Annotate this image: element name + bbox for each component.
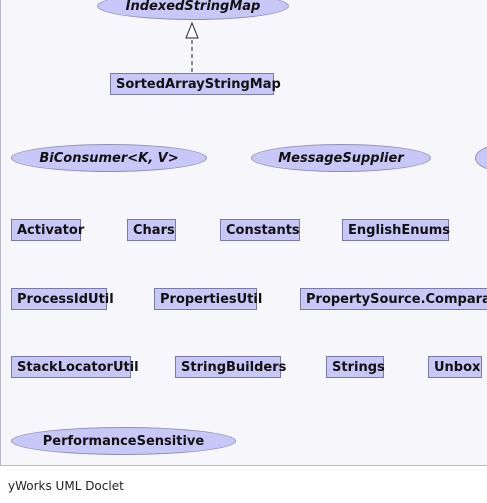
class-string-builders[interactable]: StringBuilders [175,356,286,378]
interface-label: IndexedStringMap [125,0,261,14]
inheritance-edges [185,21,199,72]
class-constants[interactable]: Constants [220,219,300,241]
interface-message-supplier[interactable]: MessageSupplier [251,144,431,172]
class-properties-util[interactable]: PropertiesUtil [154,288,262,310]
class-unbox[interactable]: Unbox [428,356,482,378]
class-sorted-array-string-map[interactable]: SortedArrayStringMap [110,73,281,95]
annotation-label: PerformanceSensitive [42,434,205,449]
interface-bi-consumer[interactable]: BiConsumer<K, V> [11,144,207,172]
class-english-enums[interactable]: EnglishEnums [342,219,450,241]
class-stack-locator-util[interactable]: StackLocatorUtil [11,356,139,378]
annotation-performance-sensitive[interactable]: PerformanceSensitive [11,427,236,455]
interface-label: MessageSupplier [278,151,404,166]
class-activator[interactable]: Activator [11,219,84,241]
class-strings[interactable]: Strings [326,356,385,378]
realization-arrowhead [185,21,199,39]
class-chars[interactable]: Chars [127,219,176,241]
interface-indexed-string-map[interactable]: IndexedStringMap [97,0,289,20]
class-process-id-util[interactable]: ProcessIdUtil [11,288,114,310]
footer-credit: yWorks UML Doclet [8,479,124,493]
interface-label: BiConsumer<K, V> [39,151,179,166]
uml-diagram-canvas: IndexedStringMap BiConsumer<K, V> Messag… [0,0,487,466]
class-property-source-comparator[interactable]: PropertySource.Comparator [300,288,487,310]
